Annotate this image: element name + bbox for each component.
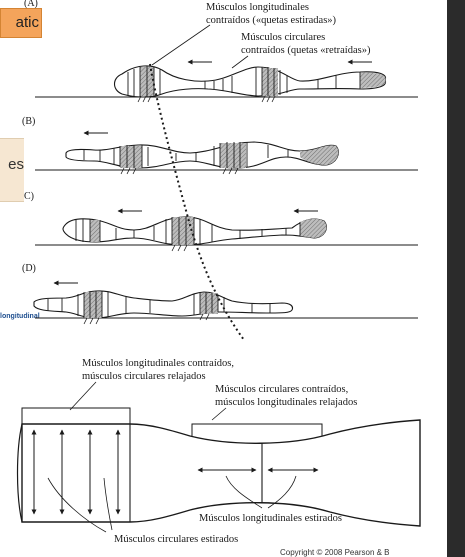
contracted-segment-b1: [120, 146, 142, 168]
worm-body-b: [65, 141, 339, 169]
contracted-segment-c1: [90, 220, 100, 242]
setae-d: [83, 313, 210, 325]
panel-label-a: (A): [24, 0, 38, 9]
label-long-contracted-line1: Músculos longitudinales: [206, 2, 309, 13]
worm-a: [35, 59, 418, 103]
contracted-tip-c: [300, 218, 327, 238]
tube-end-cap: [16, 423, 23, 523]
setae-b: [120, 167, 239, 175]
bracket-contracted-long: [21, 407, 131, 424]
label-bottom-circ-contracted-line2: músculos longitudinales relajados: [215, 397, 357, 408]
worm-body-a: [113, 65, 387, 98]
bracket-contracted-circ: [191, 423, 323, 444]
vertical-arrows: [31, 429, 121, 515]
label-circ-contracted-line2: contraídos (quetas «retraídas»): [241, 45, 371, 56]
leader-line-long: [151, 24, 211, 66]
segment-rings-c: [75, 217, 301, 245]
worm-body-c: [62, 216, 327, 246]
contracted-segment-a2: [262, 68, 278, 96]
label-bottom-circ-contracted-line1: Músculos circulares contraídos,: [215, 384, 348, 395]
worm-d: [33, 280, 418, 325]
worm-c: [35, 208, 418, 252]
leader-line-bottom-circ: [211, 407, 227, 421]
contracted-tip-a: [360, 72, 386, 88]
overlay-slide-fragment-2: es: [0, 138, 24, 202]
window-scrollbar-edge[interactable]: [447, 0, 465, 557]
segment-rings-d: [47, 291, 271, 318]
segment-rings-a: [127, 66, 361, 97]
contracted-segment-d1: [84, 292, 102, 318]
tube-outline: [21, 419, 421, 527]
contracted-segment-c2: [172, 217, 194, 245]
contracted-segment-d2: [200, 293, 218, 314]
worm-b: [35, 130, 418, 175]
panel-label-c: C): [24, 191, 34, 202]
leader-line-bottom-long: [69, 381, 97, 411]
contracted-tip-b: [300, 145, 339, 165]
label-circ-stretched: Músculos circulares estirados: [114, 534, 238, 545]
document-page: atic es longitudinal (A) (B) C) (D) Músc…: [0, 0, 447, 557]
overlay-slide-fragment: atic: [0, 8, 42, 38]
setae-c: [171, 244, 188, 252]
label-long-contracted-line2: contraídos («quetas estiradas»): [206, 15, 337, 26]
contracted-segment-b2: [220, 143, 246, 168]
label-bottom-long-contracted-line2: músculos circulares relajados: [82, 371, 206, 382]
panel-label-d: (D): [22, 263, 36, 274]
stretched-leader-lines: [47, 475, 297, 533]
panel-label-b: (B): [22, 116, 35, 127]
dotted-trajectory-line: [149, 63, 245, 341]
worm-body-d: [33, 290, 294, 319]
muscle-tube-diagram: [16, 407, 421, 533]
earthworm-locomotion-diagram: (A) (B) C) (D) Músculos longitudinales c…: [16, 0, 421, 545]
copyright-text: Copyright © 2008 Pearson & B: [280, 548, 390, 557]
setae-a: [137, 95, 276, 103]
tube-segment-dividers: [129, 424, 263, 522]
label-bottom-long-contracted-line1: Músculos longitudinales contraídos,: [82, 358, 234, 369]
segment-rings-b: [83, 142, 289, 168]
label-long-stretched: Músculos longitudinales estirados: [199, 513, 342, 524]
leader-line-circ: [231, 55, 249, 69]
side-caption: longitudinal: [0, 313, 40, 320]
label-circ-contracted-line1: Músculos circulares: [241, 32, 325, 43]
